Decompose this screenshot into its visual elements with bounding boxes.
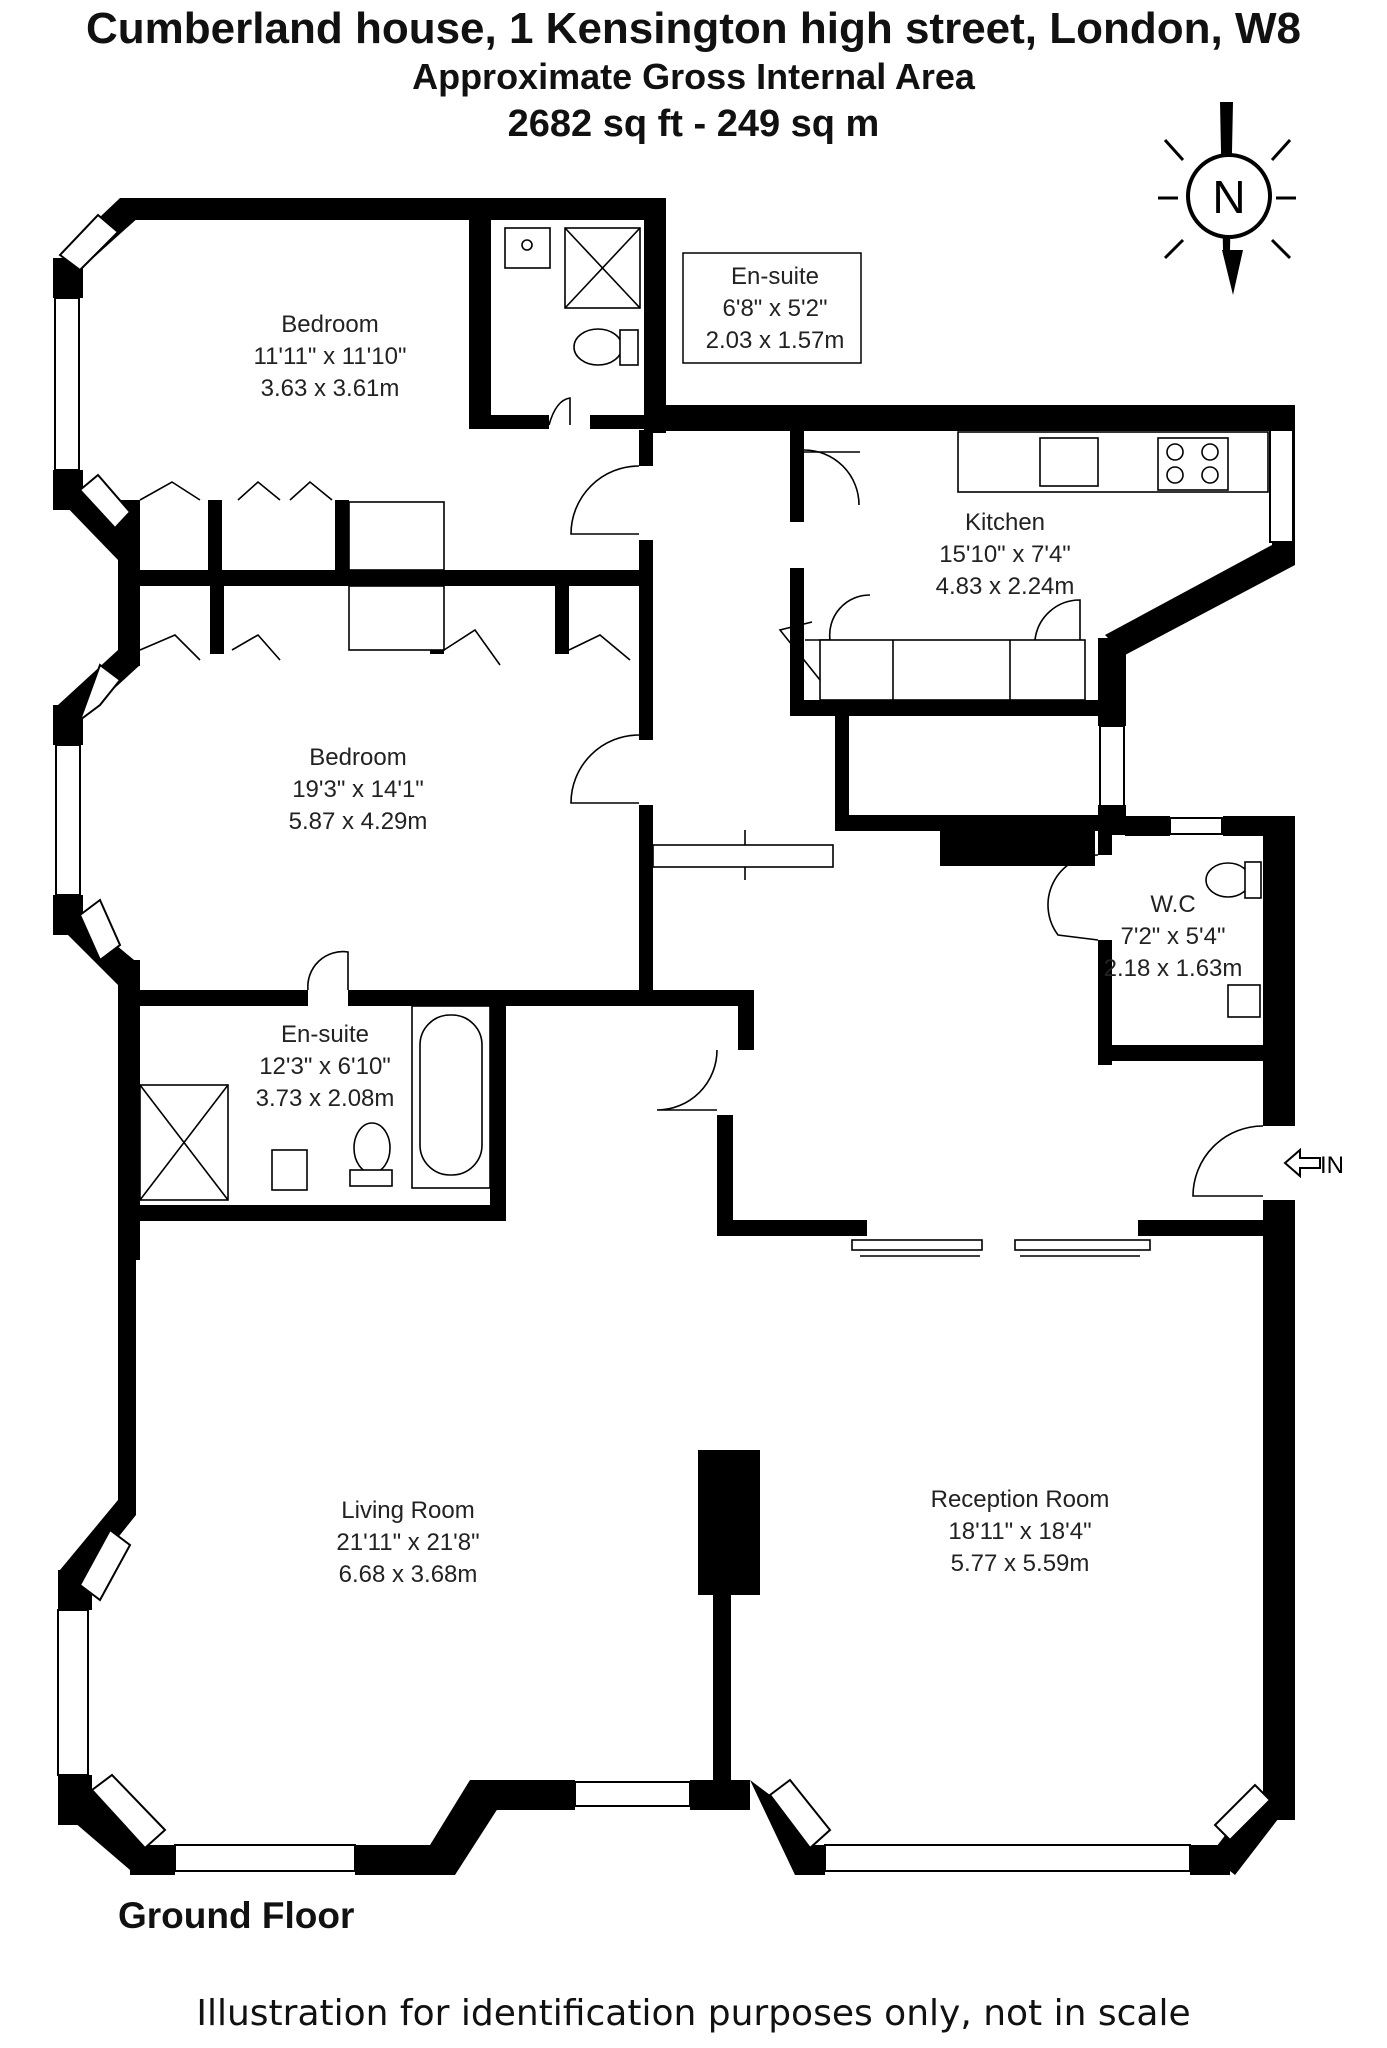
room-imperial: 18'11" x 18'4" — [948, 1518, 1091, 1545]
room-imperial: 11'11" x 11'10" — [254, 343, 407, 370]
room-name: W.C — [1150, 891, 1195, 918]
room-name: Kitchen — [965, 509, 1045, 536]
room-metric: 5.77 x 5.59m — [951, 1550, 1090, 1577]
room-metric: 5.87 x 4.29m — [289, 808, 428, 835]
room-wc: W.C 7'2" x 5'4" 2.18 x 1.63m — [1104, 891, 1243, 982]
plan-subtitle: Approximate Gross Internal Area — [412, 56, 975, 97]
room-imperial: 12'3" x 6'10" — [259, 1053, 391, 1080]
compass-label: N — [1212, 171, 1245, 223]
room-metric: 3.63 x 3.61m — [261, 375, 400, 402]
room-kitchen: Kitchen 15'10" x 7'4" 4.83 x 2.24m — [936, 509, 1075, 600]
room-ensuite-2: En-suite 12'3" x 6'10" 3.73 x 2.08m — [256, 1021, 395, 1112]
plan-area: 2682 sq ft - 249 sq m — [507, 103, 880, 145]
room-imperial: 7'2" x 5'4" — [1121, 923, 1226, 950]
room-name: Bedroom — [281, 311, 378, 338]
room-imperial: 15'10" x 7'4" — [939, 541, 1071, 568]
room-metric: 2.18 x 1.63m — [1104, 955, 1243, 982]
room-name: Bedroom — [309, 744, 406, 771]
room-name: Living Room — [341, 1497, 474, 1524]
room-metric: 4.83 x 2.24m — [936, 573, 1075, 600]
room-living: Living Room 21'11" x 21'8" 6.68 x 3.68m — [336, 1497, 479, 1588]
compass-icon: N — [1158, 102, 1296, 295]
fixtures — [139, 227, 1269, 1201]
room-bedroom-2: Bedroom 19'3" x 14'1" 5.87 x 4.29m — [289, 744, 428, 835]
windows — [54, 213, 1294, 1872]
plan-title: Cumberland house, 1 Kensington high stre… — [86, 4, 1301, 53]
room-ensuite-1: En-suite 6'8" x 5'2" 2.03 x 1.57m — [682, 252, 862, 364]
room-metric: 2.03 x 1.57m — [706, 327, 845, 354]
wardrobe-doors — [139, 480, 631, 666]
room-name: En-suite — [731, 263, 819, 290]
doors — [307, 397, 1264, 1257]
room-imperial: 21'11" x 21'8" — [336, 1529, 479, 1556]
room-imperial: 19'3" x 14'1" — [292, 776, 424, 803]
floor-label: Ground Floor — [118, 1895, 355, 1936]
room-metric: 3.73 x 2.08m — [256, 1085, 395, 1112]
room-bedroom-1: Bedroom 11'11" x 11'10" 3.63 x 3.61m — [254, 311, 407, 402]
room-name: En-suite — [281, 1021, 369, 1048]
room-reception: Reception Room 18'11" x 18'4" 5.77 x 5.5… — [931, 1486, 1110, 1577]
room-name: Reception Room — [931, 1486, 1110, 1513]
walls — [53, 198, 1295, 1875]
entrance-label: IN — [1320, 1152, 1344, 1179]
room-metric: 6.68 x 3.68m — [339, 1561, 478, 1588]
room-imperial: 6'8" x 5'2" — [723, 295, 828, 322]
disclaimer: Illustration for identification purposes… — [196, 1993, 1191, 2034]
entrance-arrow-icon — [1283, 1147, 1321, 1179]
